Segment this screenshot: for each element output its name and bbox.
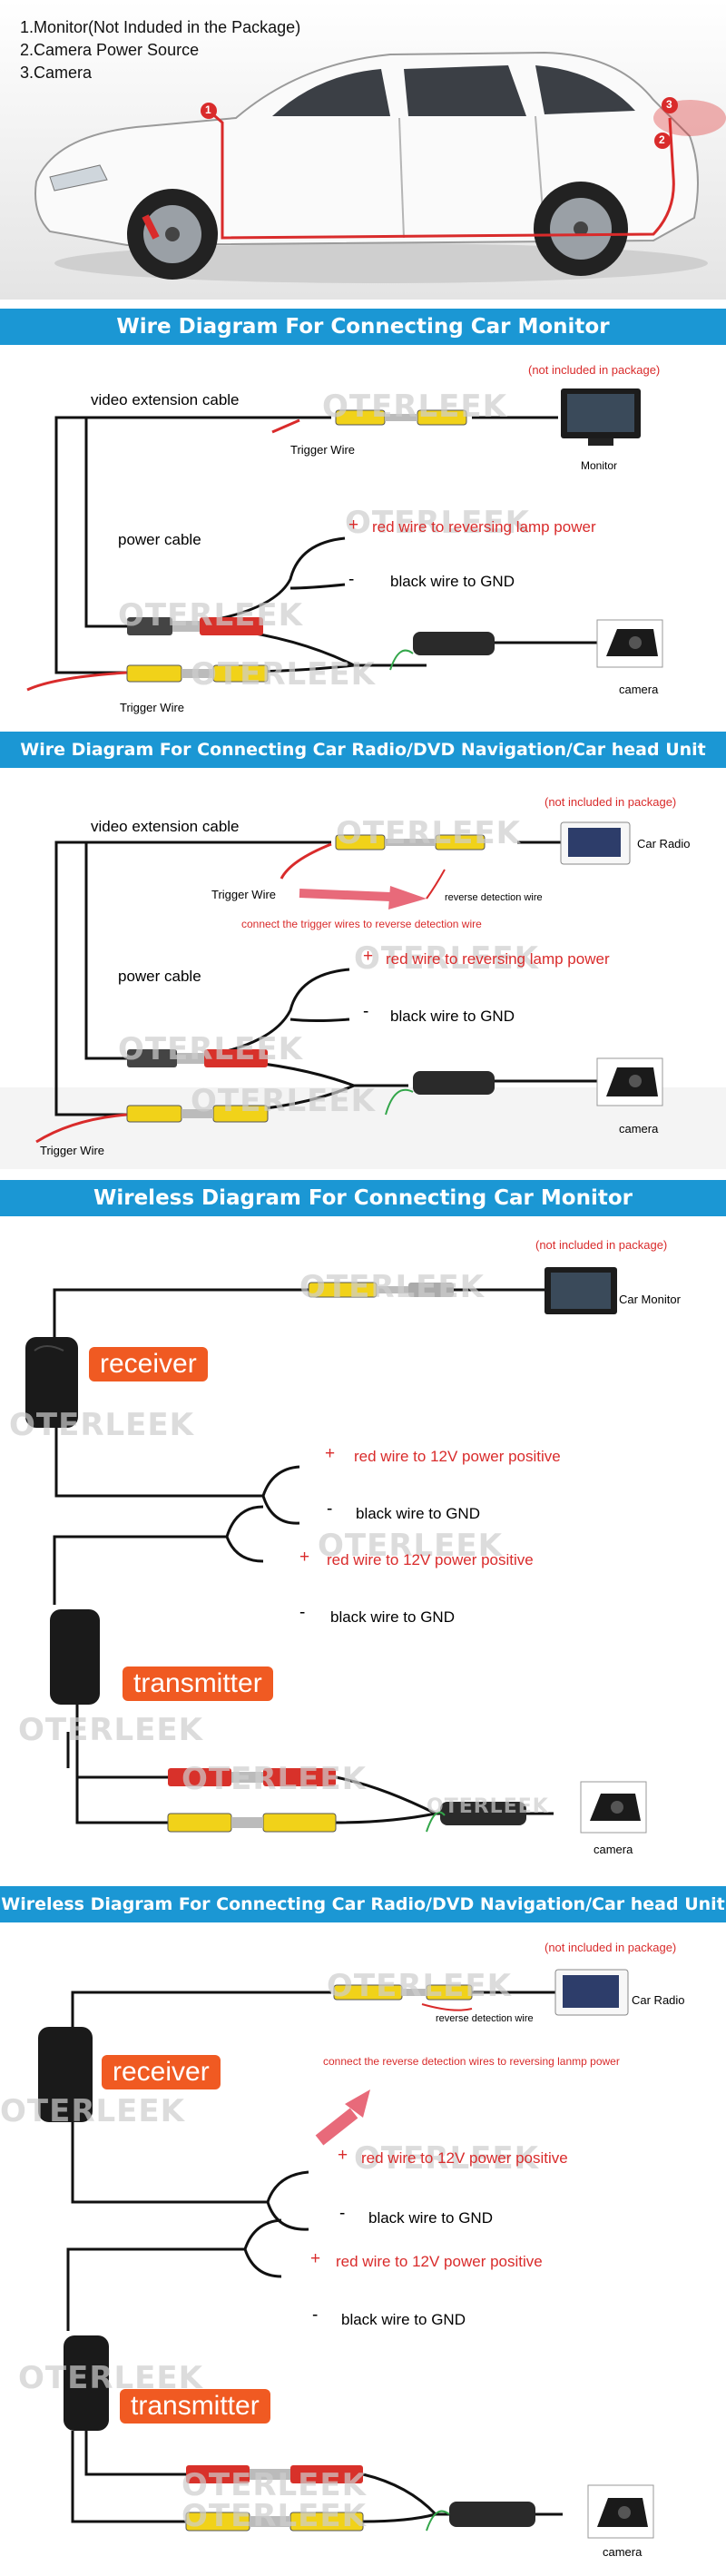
minus-symbol: - <box>312 2306 319 2325</box>
minus-symbol: - <box>363 1002 369 1021</box>
red-wire-label-2: red wire to 12V power positive <box>327 1551 534 1568</box>
video-cable-label: video extension cable <box>91 818 240 835</box>
watermark: OTERLEEK <box>182 2467 367 2503</box>
wireless-radio-diagram <box>38 1969 654 2539</box>
red-wire-label: red wire to reversing lamp power <box>372 518 596 536</box>
not-included-note: (not included in package) <box>528 363 661 377</box>
watermark: OTERLEEK <box>427 1795 549 1818</box>
plus-symbol: + <box>348 516 359 535</box>
watermark: OTERLEEK <box>354 2140 539 2177</box>
wired-radio-diagram <box>0 821 726 1169</box>
video-cable-label: video extension cable <box>91 391 240 408</box>
red-wire-label-1: red wire to 12V power positive <box>354 1448 561 1465</box>
watermark: OTERLEEK <box>191 1083 376 1119</box>
red-wire-label-1: red wire to 12V power positive <box>361 2149 568 2167</box>
minus-symbol: - <box>327 1499 333 1519</box>
not-included-note: (not included in package) <box>544 795 677 809</box>
device-label: Car Radio <box>637 837 691 850</box>
plus-symbol: + <box>338 2146 348 2165</box>
trigger-wire-top-label: Trigger Wire <box>211 888 277 901</box>
watermark: OTERLEEK <box>336 815 521 851</box>
camera-label: camera <box>603 2545 643 2559</box>
watermark: OTERLEEK <box>327 1968 512 2004</box>
plus-symbol: + <box>363 947 374 966</box>
header-item-3: 3.Camera <box>20 64 93 82</box>
section-1-title: Wire Diagram For Connecting Car Monitor <box>0 309 726 345</box>
wired-monitor-diagram <box>26 388 663 692</box>
watermark: OTERLEEK <box>18 1712 203 1748</box>
car-illustration <box>0 0 726 300</box>
black-wire-label-1: black wire to GND <box>356 1505 480 1522</box>
black-wire-label-2: black wire to GND <box>330 1608 455 1626</box>
watermark: OTERLEEK <box>345 505 530 541</box>
camera-label: camera <box>619 683 659 696</box>
trigger-wire-bottom-label: Trigger Wire <box>40 1144 105 1157</box>
receiver-badge: receiver <box>102 2055 221 2089</box>
black-wire-label: black wire to GND <box>390 1008 515 1025</box>
watermark: OTERLEEK <box>322 388 507 425</box>
receiver-badge: receiver <box>89 1347 208 1381</box>
watermark: OTERLEEK <box>182 1761 367 1797</box>
device-label: Car Radio <box>632 1993 685 2007</box>
trigger-wire-bottom-label: Trigger Wire <box>120 701 185 714</box>
minus-symbol: - <box>348 570 355 589</box>
black-wire-label-2: black wire to GND <box>341 2311 466 2328</box>
header-item-1: 1.Monitor(Not Induded in the Package) <box>20 18 301 36</box>
device-label: Car Monitor <box>619 1293 681 1306</box>
minus-symbol: - <box>339 2204 346 2223</box>
plus-symbol: + <box>310 2249 321 2268</box>
watermark: OTERLEEK <box>9 1407 194 1443</box>
wireless-monitor-diagram <box>25 1267 647 1834</box>
transmitter-badge: transmitter <box>120 2389 270 2424</box>
section-wired-monitor: Wire Diagram For Connecting Car Monitor <box>0 298 726 724</box>
watermark: OTERLEEK <box>299 1269 485 1305</box>
plus-symbol: + <box>299 1548 310 1567</box>
header-section: 1 2 3 1.Monitor(Not Induded in the Packa… <box>0 0 726 300</box>
marker-1: 1 <box>205 103 211 116</box>
marker-2: 2 <box>659 133 665 146</box>
red-wire-label: red wire to reversing lamp power <box>386 950 610 968</box>
connect-note: connect the trigger wires to reverse det… <box>241 918 482 930</box>
watermark: OTERLEEK <box>182 2498 367 2534</box>
section-3-title: Wireless Diagram For Connecting Car Moni… <box>0 1180 726 1216</box>
watermark: OTERLEEK <box>318 1528 503 1564</box>
section-4-title: Wireless Diagram For Connecting Car Radi… <box>0 1886 726 1922</box>
device-label: Monitor <box>581 459 618 472</box>
plus-symbol: + <box>325 1444 336 1463</box>
watermark: OTERLEEK <box>0 2093 185 2129</box>
red-wire-label-2: red wire to 12V power positive <box>336 2253 543 2270</box>
section-wireless-radio: Wireless Diagram For Connecting Car Radi… <box>0 1868 726 2576</box>
marker-3: 3 <box>666 98 672 111</box>
transmitter-badge: transmitter <box>123 1667 273 1701</box>
connect-note: connect the reverse detection wires to r… <box>323 2055 620 2068</box>
not-included-note: (not included in package) <box>535 1238 668 1252</box>
watermark: OTERLEEK <box>191 656 376 693</box>
section-2-title: Wire Diagram For Connecting Car Radio/DV… <box>0 732 726 768</box>
power-cable-label: power cable <box>118 531 201 548</box>
watermark: OTERLEEK <box>354 940 539 977</box>
not-included-note: (not included in package) <box>544 1941 677 1954</box>
minus-symbol: - <box>299 1603 306 1622</box>
section-wired-radio: Wire Diagram For Connecting Car Radio/DV… <box>0 724 726 1169</box>
section-wireless-monitor: Wireless Diagram For Connecting Car Moni… <box>0 1169 726 1868</box>
power-cable-label: power cable <box>118 968 201 985</box>
trigger-wire-top-label: Trigger Wire <box>290 443 356 457</box>
reverse-detection-label: reverse detection wire <box>445 892 543 903</box>
reverse-detection-label: reverse detection wire <box>436 2013 534 2024</box>
camera-label: camera <box>619 1122 659 1136</box>
watermark: OTERLEEK <box>118 597 303 634</box>
black-wire-label: black wire to GND <box>390 573 515 590</box>
black-wire-label-1: black wire to GND <box>368 2209 493 2227</box>
header-item-2: 2.Camera Power Source <box>20 41 200 59</box>
camera-label: camera <box>594 1843 633 1856</box>
watermark: OTERLEEK <box>118 1031 303 1067</box>
